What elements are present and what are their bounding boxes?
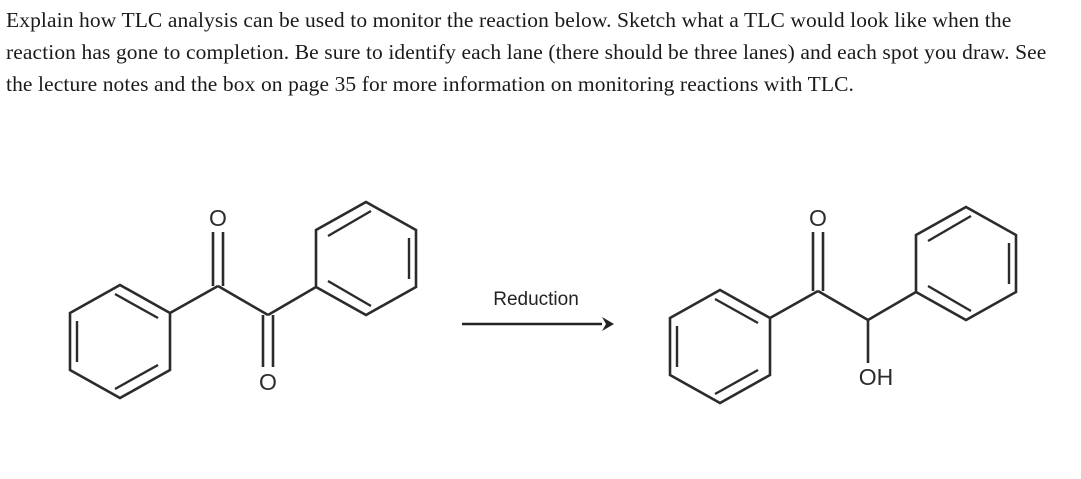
reactant-right-benzene-ring bbox=[314, 200, 418, 317]
product-left-benzene-ring bbox=[668, 288, 772, 405]
product-oxygen-label: O bbox=[809, 205, 827, 231]
product-ch-to-ring-bond bbox=[867, 290, 917, 322]
reactant-c1-c2-bond bbox=[217, 284, 269, 317]
product-carbonyl: O bbox=[809, 205, 827, 291]
reactant-top-carbonyl: O bbox=[209, 205, 227, 286]
reactant-benzil-structure: O O bbox=[68, 200, 418, 400]
reactant-carbonyl-to-ring-bond bbox=[267, 285, 317, 317]
reaction-arrow: Reduction bbox=[462, 289, 614, 331]
reactant-left-benzene-ring bbox=[68, 283, 172, 400]
reaction-scheme-svg: O O bbox=[68, 200, 1018, 405]
product-ring-to-carbonyl-bond bbox=[769, 289, 819, 320]
reactant-bottom-carbonyl: O bbox=[259, 315, 277, 395]
reaction-arrow-label: Reduction bbox=[493, 289, 579, 310]
reactant-bottom-oxygen-label: O bbox=[259, 369, 277, 395]
product-benzoin-structure: O OH bbox=[668, 205, 1018, 405]
arrow-head bbox=[602, 317, 614, 331]
product-hydroxyl-label: OH bbox=[859, 364, 894, 390]
question-text: Explain how TLC analysis can be used to … bbox=[6, 8, 1052, 96]
reactant-ring-to-carbonyl-bond bbox=[169, 284, 219, 315]
reaction-scheme: O O bbox=[0, 160, 1081, 460]
product-c1-c2-bond bbox=[817, 289, 869, 322]
reactant-top-oxygen-label: O bbox=[209, 205, 227, 231]
product-hydroxyl-group: OH bbox=[859, 320, 894, 390]
product-right-benzene-ring bbox=[914, 205, 1018, 322]
